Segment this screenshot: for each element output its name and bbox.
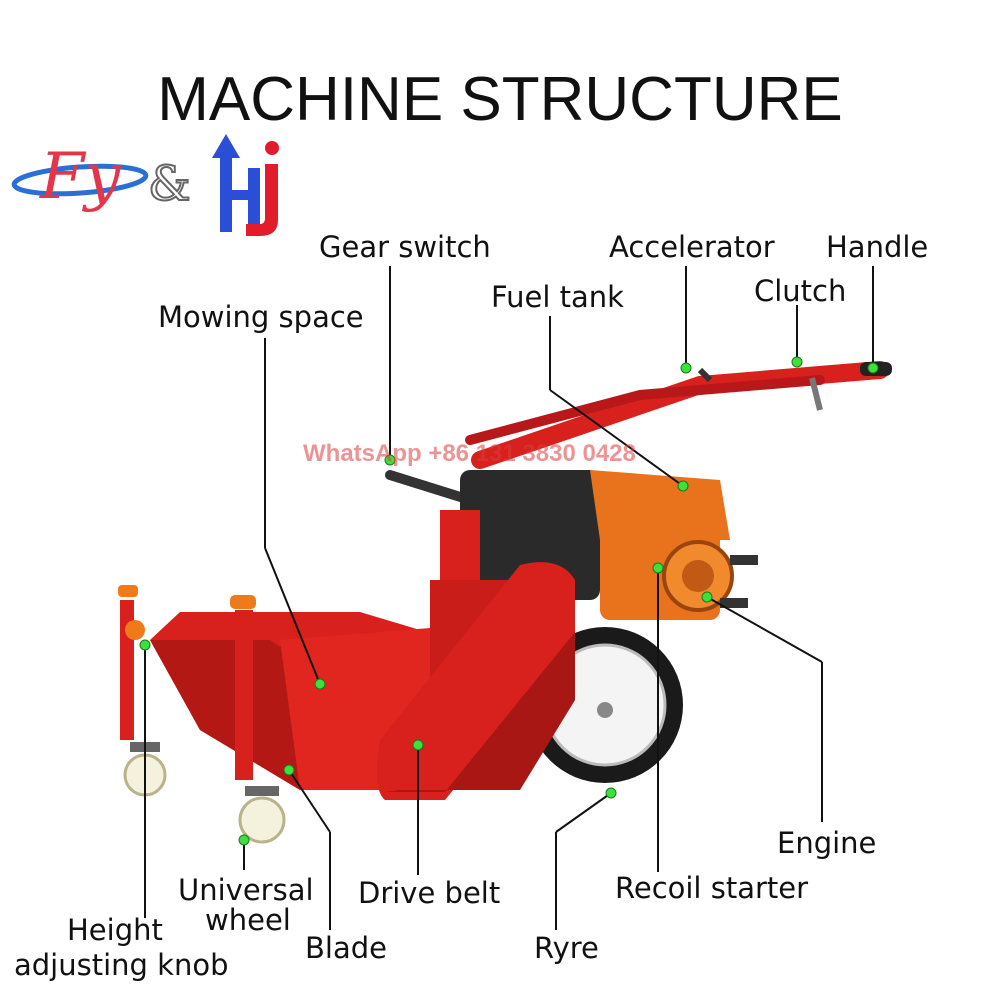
brand-logo: Fy & [11,134,279,236]
handle-bars [385,361,892,505]
page-title: MACHINE STRUCTURE [157,65,843,134]
label-gear-switch: Gear switch [319,230,491,264]
label-fuel-tank: Fuel tank [491,280,624,314]
label-clutch: Clutch [754,274,847,308]
watermark-text: WhatsApp +86 131 3830 0428 [303,440,636,467]
height-posts [118,585,256,780]
label-mowing-space: Mowing space [158,300,364,334]
label-height-knob-line1: Height [67,913,163,947]
label-universal-wheel-line1: Universal [178,873,314,907]
label-height-knob-line2: adjusting knob [14,948,229,982]
mower-housing [150,562,575,800]
label-recoil-starter: Recoil starter [615,871,809,905]
logo-fy-text: Fy [39,140,121,214]
marker-dots [139,356,879,846]
engine-block [440,470,758,620]
label-ryre: Ryre [534,931,599,965]
label-drive-belt: Drive belt [358,876,501,910]
arrow-up-icon [212,134,240,158]
label-blade: Blade [305,931,387,965]
label-accelerator: Accelerator [609,230,775,264]
label-universal-wheel-line2: wheel [205,903,291,937]
logo-amp-text: & [148,156,191,212]
label-engine: Engine [777,826,877,860]
label-handle: Handle [826,230,929,264]
leader-lines [144,266,874,930]
